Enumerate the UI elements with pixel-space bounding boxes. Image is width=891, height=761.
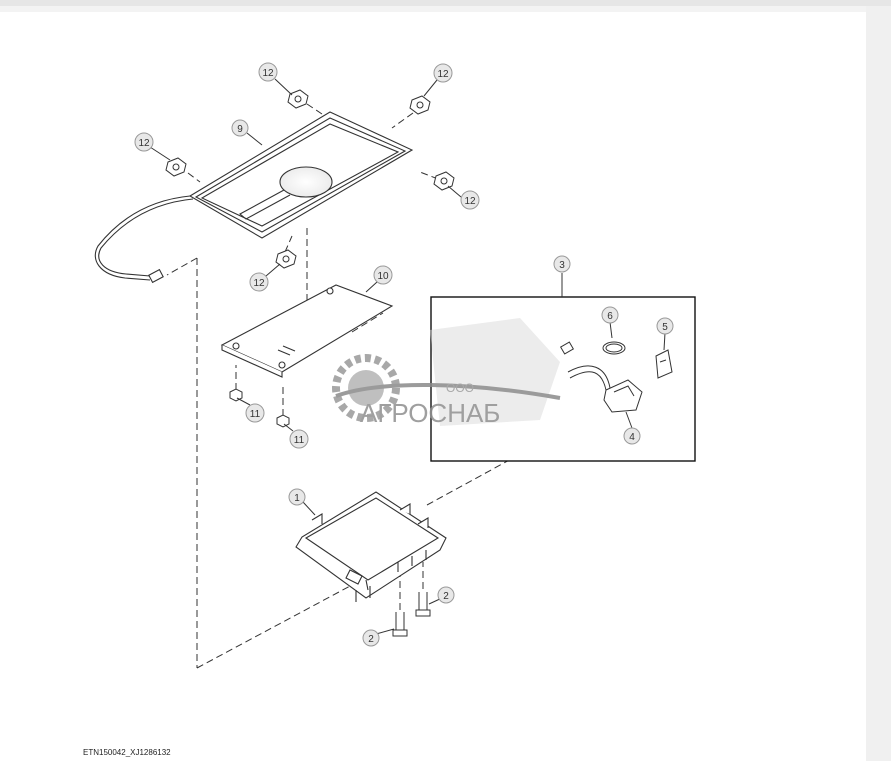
clip-5 [275, 249, 297, 269]
callout-12-bottom: 12 [249, 272, 269, 292]
clip-4 [433, 171, 455, 191]
callout-label: 10 [377, 271, 389, 282]
clip-1 [287, 89, 309, 109]
callout-label: 5 [662, 322, 668, 333]
callout-12-left: 12 [134, 132, 154, 152]
callout-1: 1 [288, 488, 306, 506]
callout-label: 6 [607, 311, 613, 322]
scroll-strip [866, 6, 891, 761]
callout-label: 12 [464, 196, 476, 207]
callout-label: 4 [629, 432, 635, 443]
callout-3: 3 [553, 255, 571, 273]
clip-3 [165, 157, 187, 177]
callout-6: 6 [601, 306, 619, 324]
clip-parts-12 [165, 89, 455, 269]
callout-2-left: 2 [362, 629, 380, 647]
callout-12-top-left: 12 [258, 62, 278, 82]
callout-label: 2 [443, 591, 449, 602]
callout-label: 2 [368, 634, 374, 645]
callout-11-right: 11 [289, 429, 309, 449]
callout-label: 11 [250, 409, 261, 420]
controller-part-1 [295, 491, 447, 602]
callout-4: 4 [623, 427, 641, 445]
antenna-frame-part-9 [94, 111, 414, 284]
callout-12-top-right: 12 [433, 63, 453, 83]
callout-label: 3 [559, 260, 565, 271]
callout-label: 12 [437, 69, 449, 80]
callout-12-right: 12 [460, 190, 480, 210]
top-border-bar [0, 0, 891, 6]
figure-id-label: ETN150042_XJ1286132 [83, 748, 171, 757]
watermark-company: АГРОСНАБ [360, 398, 500, 428]
watermark-prefix: ООО [446, 381, 474, 395]
clip-2 [409, 95, 431, 115]
agrosnab-watermark: ООО АГРОСНАБ [332, 318, 561, 428]
callout-label: 12 [262, 68, 274, 79]
callout-label: 9 [237, 124, 243, 135]
callout-5: 5 [656, 317, 674, 335]
callout-10: 10 [373, 265, 393, 285]
screw-parts-11 [229, 388, 290, 428]
callout-label: 11 [294, 435, 305, 446]
callout-label: 12 [138, 138, 150, 149]
callout-label: 12 [253, 278, 265, 289]
leader-lines [149, 78, 666, 635]
mounting-plate-part-10 [220, 284, 394, 378]
callout-9: 9 [231, 119, 249, 137]
callout-label: 1 [294, 493, 300, 504]
bolt-parts-2 [392, 592, 431, 637]
callout-balloons: 12 12 12 12 12 9 10 11 [134, 62, 674, 647]
callout-11-left: 11 [245, 403, 265, 423]
callout-2-right: 2 [437, 586, 455, 604]
